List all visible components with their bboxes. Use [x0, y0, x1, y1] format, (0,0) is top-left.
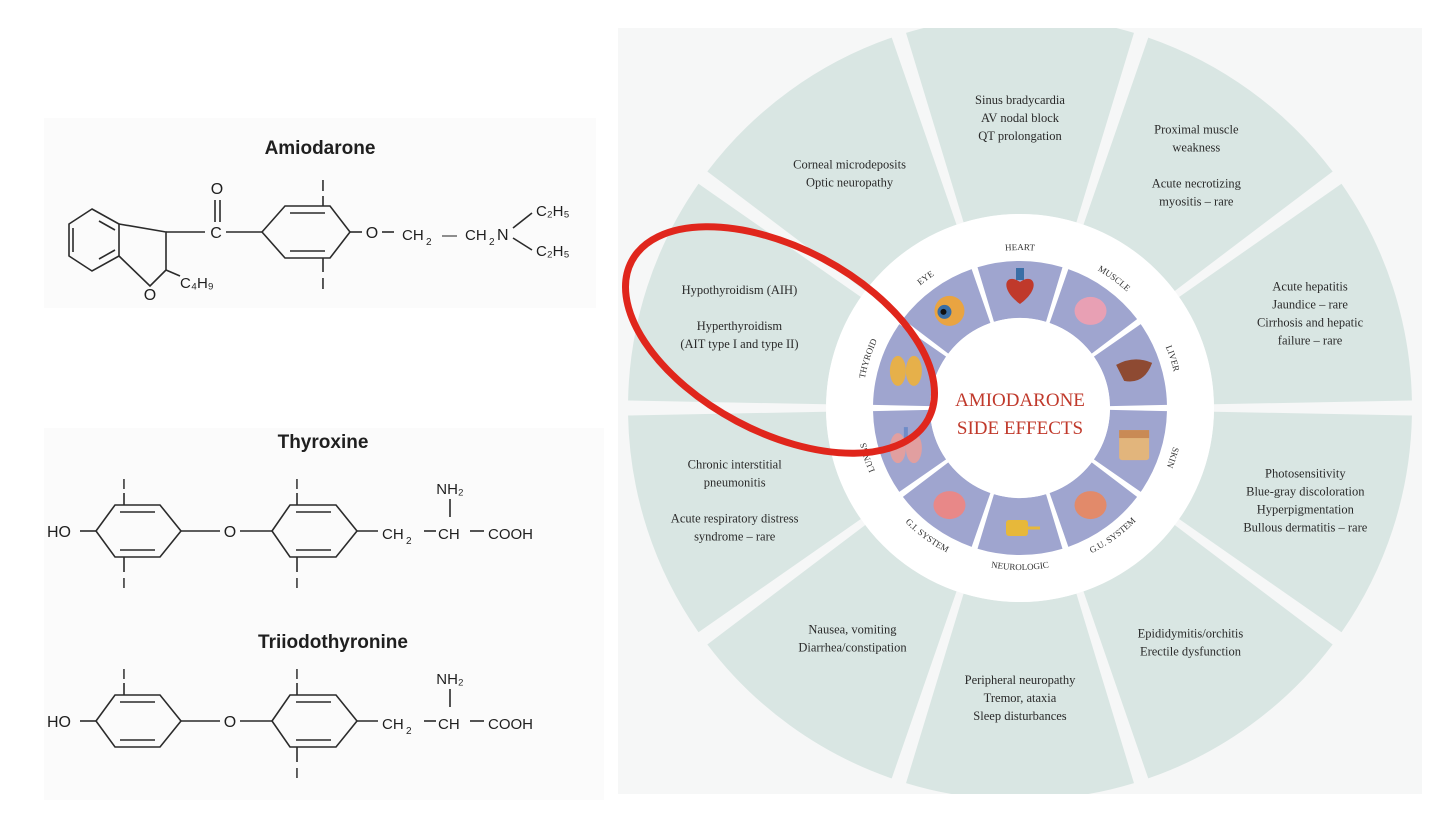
segment-g-i-system [707, 525, 957, 779]
thyroxine-ho-label: HO [47, 524, 71, 541]
eye-icon [934, 295, 965, 326]
center-title-line2: SIDE EFFECTS [957, 418, 1083, 439]
t3-ho-label: HO [47, 714, 71, 731]
muscle-icon [1074, 296, 1107, 325]
thyroxine-title: Thyroxine [278, 432, 369, 453]
t3-ch2-label: CH [382, 716, 404, 733]
thyroxine-ch2-sub: 2 [406, 536, 412, 547]
t3-iodine-1: I [122, 666, 126, 683]
heart-icon [1006, 268, 1034, 304]
t3-ch2-sub: 2 [406, 726, 412, 737]
thyroid-hormones-panel [44, 428, 604, 800]
furan-oxygen-label: O [144, 287, 156, 304]
thyroxine-cooh-label: COOH [488, 526, 533, 543]
center-title-line1: AMIODARONE [955, 390, 1085, 411]
segment-g-u-system [1083, 525, 1333, 779]
t3-iodine-3: I [295, 765, 299, 782]
ch2-a-sub: 2 [426, 237, 432, 248]
amiodarone-iodine-bottom: I [321, 276, 325, 293]
nerve-icon [1006, 520, 1040, 536]
segment-lungs [628, 411, 861, 633]
ether-oxygen-label: O [366, 225, 378, 242]
segment-skin [1179, 411, 1412, 633]
segment-liver [1179, 183, 1412, 405]
butyl-label: C₄H₉ [180, 275, 214, 292]
thyroxine-iodine-3: I [295, 476, 299, 493]
thyroxine-iodine-1: I [122, 476, 126, 493]
highlight-ellipse [622, 223, 938, 457]
segment-neurologic [906, 593, 1134, 794]
carbonyl-carbon-label: C [210, 225, 222, 242]
t3-iodine-2: I [295, 666, 299, 683]
t3-title: Triiodothyronine [258, 632, 408, 653]
segment-heart [906, 28, 1134, 223]
thyroxine-nh2-label: NH₂ [436, 481, 464, 498]
segment-eye [707, 37, 957, 291]
ch2-b-label: CH [465, 227, 487, 244]
organ-label: NEUROLOGIC [991, 559, 1050, 572]
t3-o-label: O [224, 714, 236, 731]
kidney-icon [1074, 491, 1107, 520]
amiodarone-title: Amiodarone [265, 138, 376, 159]
chemical-structures: Amiodarone O C₄H₉ O C I I O CH 2 — CH 2 … [47, 138, 570, 782]
carbonyl-oxygen-label: O [211, 181, 223, 198]
thyroxine-iodine-4: I [295, 575, 299, 592]
skin-icon [1119, 430, 1150, 461]
ethyl-bottom-label: C₂H₅ [536, 243, 570, 260]
nitrogen-label: N [497, 227, 509, 244]
segment-text: Hypothyroidism (AIH)Hyperthyroidism(AIT … [680, 283, 798, 351]
t3-cooh-label: COOH [488, 716, 533, 733]
amiodarone-iodine-top: I [321, 178, 325, 195]
ethyl-top-label: C₂H₅ [536, 203, 570, 220]
liver-icon [1116, 359, 1153, 382]
ch2-b-sub: 2 [489, 237, 495, 248]
thyroxine-ch2-label: CH [382, 526, 404, 543]
thyroxine-o-label: O [224, 524, 236, 541]
organ-label: HEART [1005, 242, 1036, 253]
dash-a: — [442, 227, 457, 244]
thyroid-icon [889, 355, 922, 386]
thyroxine-ch-label: CH [438, 526, 460, 543]
ch2-a-label: CH [402, 227, 424, 244]
intestine-icon [933, 491, 966, 520]
segment-muscle [1083, 37, 1333, 291]
segment-thyroid [628, 183, 861, 405]
t3-nh2-label: NH₂ [436, 671, 464, 688]
center-circle [930, 318, 1110, 498]
t3-ch-label: CH [438, 716, 460, 733]
thyroxine-iodine-2: I [122, 575, 126, 592]
